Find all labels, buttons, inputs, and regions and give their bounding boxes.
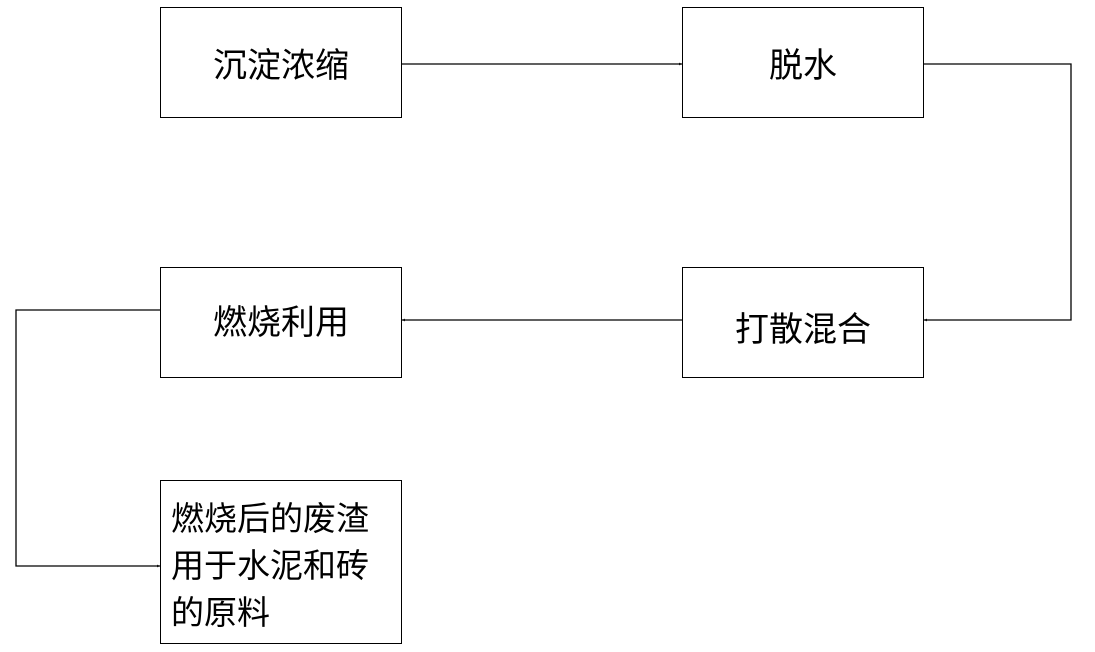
- arrow-burn-to-slag: [15, 309, 161, 568]
- slag-line-1: 燃烧后的废渣: [171, 499, 369, 538]
- step-burn-utilize: 燃烧利用: [160, 267, 402, 378]
- slag-line-2: 用于水泥和砖: [171, 546, 369, 585]
- step-burn-label: 燃烧利用: [213, 303, 349, 343]
- step-slag-reuse: 燃烧后的废渣 用于水泥和砖 的原料: [160, 480, 402, 644]
- step-dewater-label: 脱水: [769, 46, 837, 86]
- step-settle-concentrate: 沉淀浓缩: [160, 7, 402, 118]
- step-settle-label: 沉淀浓缩: [213, 46, 349, 86]
- step-dewater: 脱水: [682, 7, 924, 118]
- slag-line-3: 的原料: [171, 593, 270, 632]
- arrow-dewater-to-mix: [924, 63, 1072, 322]
- step-break-mix: 打散混合: [682, 267, 924, 378]
- step-mix-label: 打散混合: [735, 310, 871, 350]
